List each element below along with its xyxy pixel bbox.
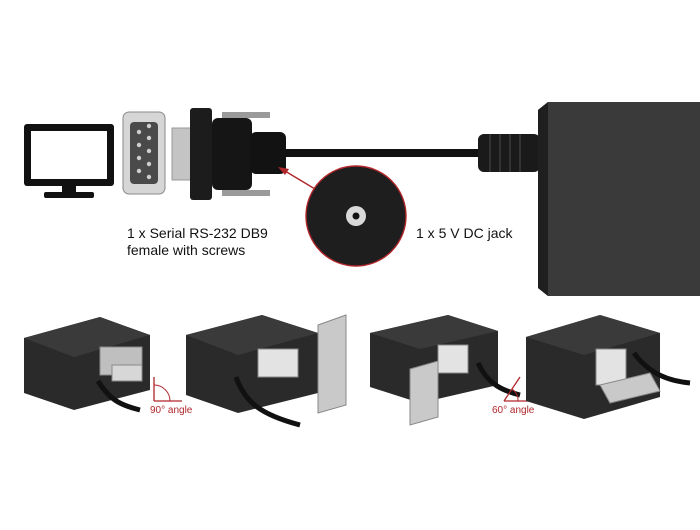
pointer-arrow	[278, 167, 321, 193]
mounting-views	[24, 314, 691, 428]
dc-jack-closeup	[305, 165, 407, 267]
serial-caption-line2: female with screws	[127, 242, 246, 258]
top-scene	[24, 102, 700, 296]
angle-60-label: 60° angle	[492, 405, 535, 416]
db9-connector-face	[122, 111, 166, 195]
angle-90-label: 90° angle	[150, 405, 193, 416]
device-box	[538, 102, 700, 296]
device-view-4	[526, 315, 691, 419]
serial-port-caption: 1 x Serial RS-232 DB9 female with screws	[127, 225, 268, 259]
angle-90-icon	[153, 377, 182, 402]
db9-connector-body	[171, 108, 286, 200]
dc-jack-caption: 1 x 5 V DC jack	[416, 225, 513, 241]
serial-caption-line1: 1 x Serial RS-232 DB9	[127, 225, 268, 241]
device-view-2	[186, 314, 347, 428]
device-view-3	[370, 315, 521, 426]
monitor-icon	[24, 124, 114, 198]
device-view-1	[24, 317, 150, 413]
cable-strain-relief	[478, 134, 540, 172]
